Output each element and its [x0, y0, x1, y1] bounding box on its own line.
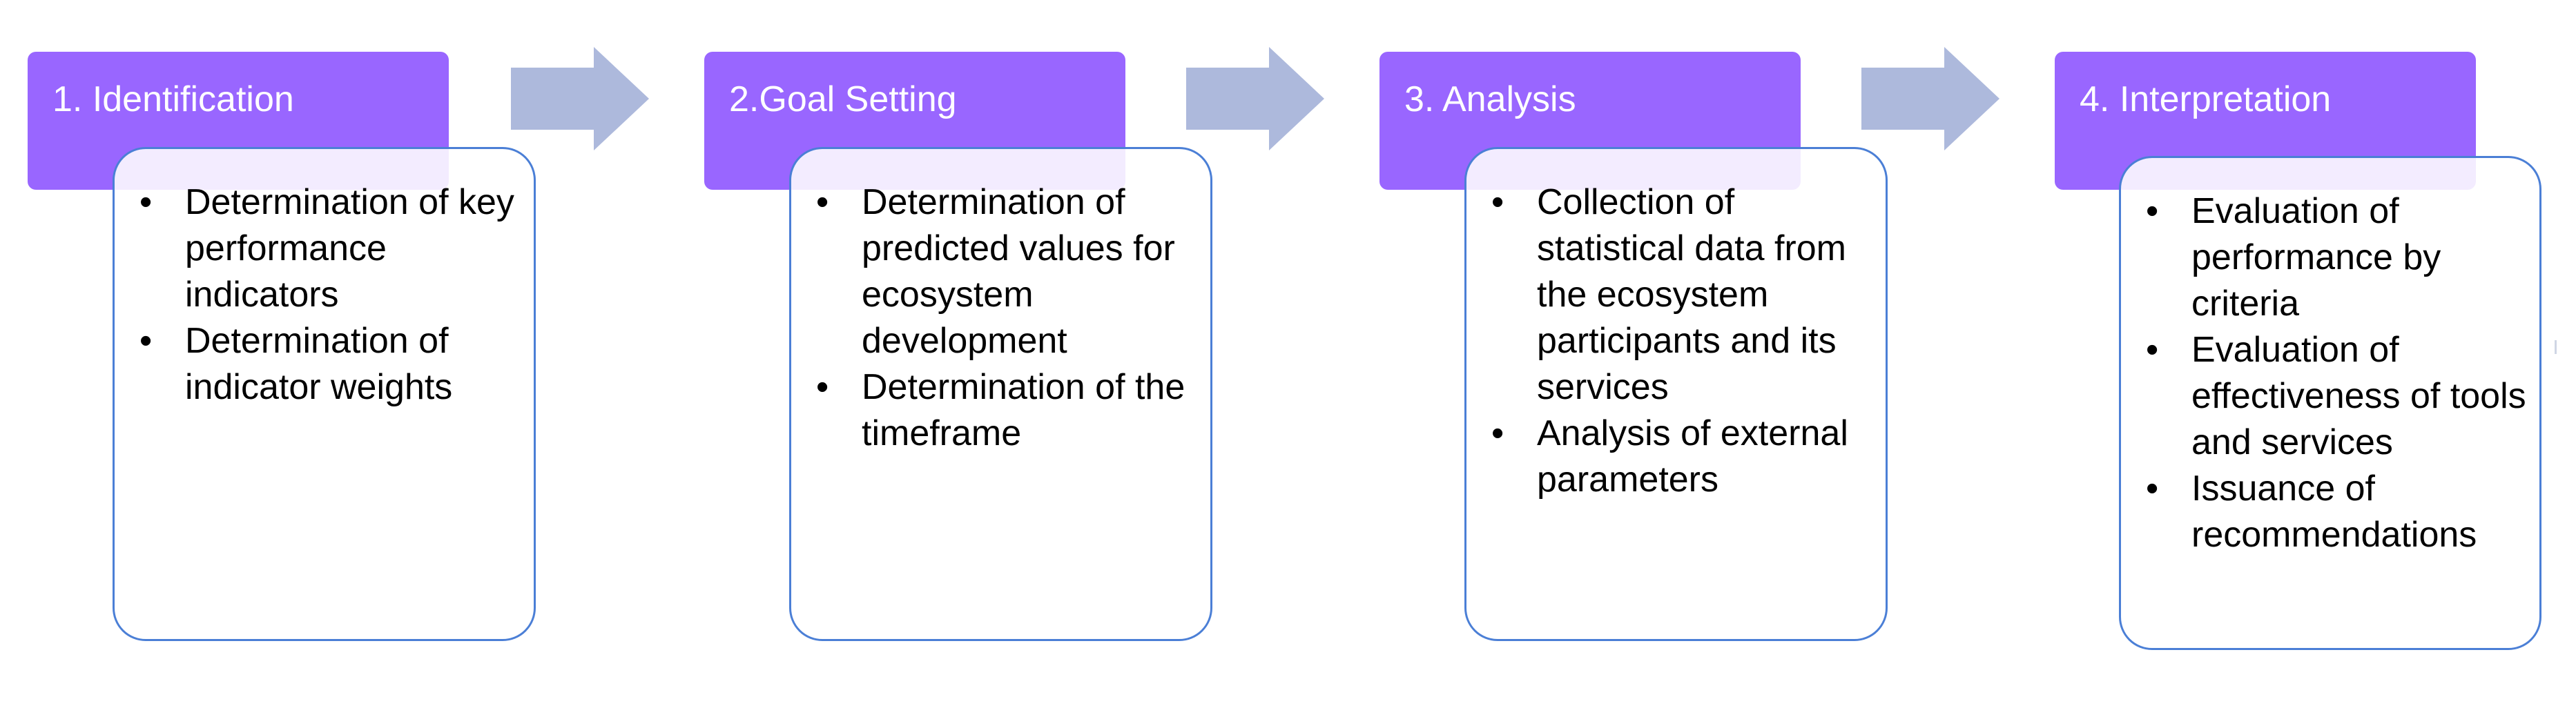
- stage-3-bullet: Analysis of external parameters: [1491, 411, 1875, 503]
- stage-2-title: 2.Goal Setting: [729, 79, 957, 119]
- stage-4-bullet: Evaluation of effectiveness of tools and…: [2146, 327, 2528, 466]
- edge-mark: [2555, 340, 2557, 354]
- stage-2-bullet-list: Determination of predicted values for ec…: [816, 179, 1199, 457]
- arrow-right-icon: [511, 47, 649, 150]
- stage-3-bullet: Collection of statistical data from the …: [1491, 179, 1875, 411]
- arrow-right-icon: [1186, 47, 1324, 150]
- stage-3-title: 3. Analysis: [1404, 79, 1576, 119]
- stage-4-bullet: Issuance of recommendations: [2146, 466, 2528, 558]
- stage-3-bullet-list: Collection of statistical data from the …: [1491, 179, 1875, 503]
- stage-3-card: Collection of statistical data from the …: [1464, 147, 1888, 641]
- stage-2-bullet: Determination of the timeframe: [816, 364, 1199, 457]
- arrow-right-icon: [1861, 47, 1999, 150]
- stage-1-card: Determination of key performance indicat…: [113, 147, 536, 641]
- stage-2-bullet: Determination of predicted values for ec…: [816, 179, 1199, 364]
- stage-1-title: 1. Identification: [52, 79, 294, 119]
- stage-4-title: 4. Interpretation: [2080, 79, 2332, 119]
- stage-4-bullet: Evaluation of performance by criteria: [2146, 188, 2528, 327]
- stage-1-bullet: Determination of key performance indicat…: [139, 179, 523, 318]
- stage-4-bullet-list: Evaluation of performance by criteria Ev…: [2146, 188, 2528, 558]
- stage-2-card: Determination of predicted values for ec…: [789, 147, 1212, 641]
- stage-4-card: Evaluation of performance by criteria Ev…: [2119, 156, 2541, 650]
- stage-1-bullet: Determination of indicator weights: [139, 318, 523, 411]
- stage-4-header: 4. Interpretation: [2055, 52, 2476, 190]
- stage-1-bullet-list: Determination of key performance indicat…: [139, 179, 523, 411]
